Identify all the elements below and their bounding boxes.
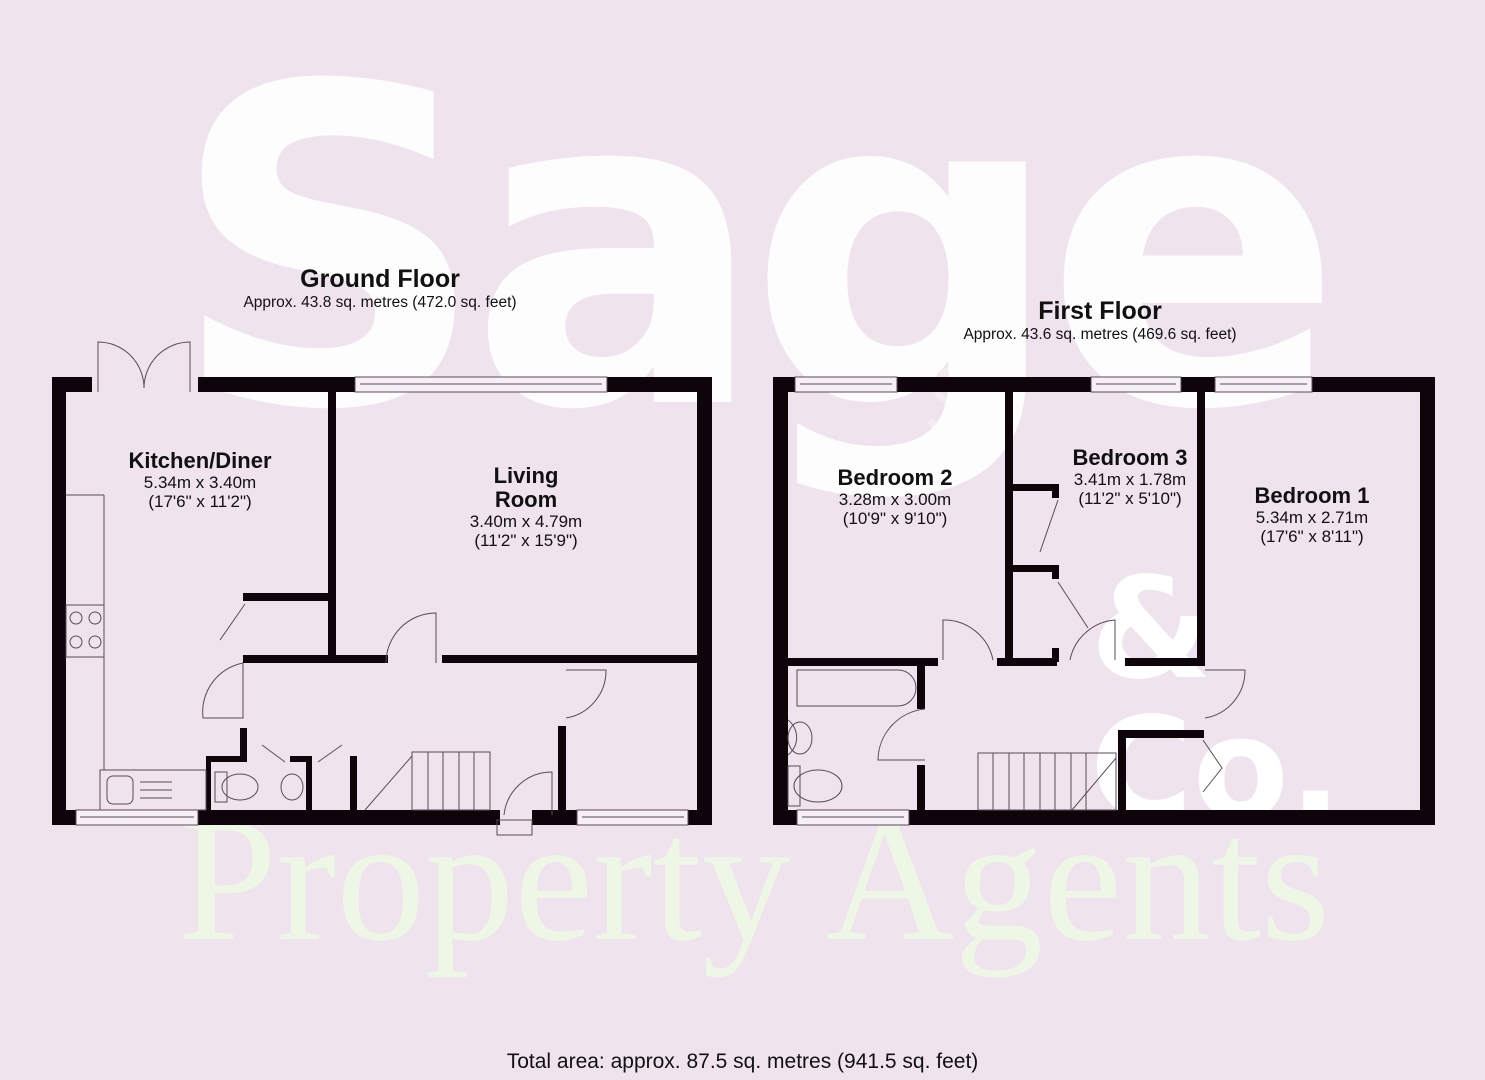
- ground-floor-plan: [52, 377, 712, 825]
- room-label-living-room: Living Room 3.40m x 4.79m (11'2" x 15'9"…: [469, 463, 583, 551]
- first-floor-fixtures: [787, 376, 1313, 826]
- room-label-kitchen-diner: Kitchen/Diner 5.34m x 3.40m (17'6" x 11'…: [128, 448, 272, 512]
- total-area: Total area: approx. 87.5 sq. metres (941…: [506, 1050, 979, 1073]
- first-floor-title: First Floor: [1038, 297, 1162, 325]
- watermark-sage-logo: Sage: [170, 0, 1343, 506]
- room-label-bedroom-3: Bedroom 3 3.41m x 1.78m (11'2" x 5'10"): [1072, 445, 1188, 509]
- owl-emblem-icon: [927, 351, 993, 448]
- ground-floor-title: Ground Floor: [300, 265, 460, 293]
- ground-floor-area: Approx. 43.8 sq. metres (472.0 sq. feet): [243, 294, 517, 311]
- ground-floor-fixtures: [65, 341, 689, 836]
- room-label-bedroom-2: Bedroom 2 3.28m x 3.00m (10'9" x 9'10"): [837, 465, 953, 529]
- room-label-bedroom-1: Bedroom 1 5.34m x 2.71m (17'6" x 8'11"): [1254, 483, 1370, 547]
- ground-floor-heading: Ground Floor Approx. 43.8 sq. metres (47…: [200, 265, 560, 313]
- first-floor-heading: First Floor Approx. 43.6 sq. metres (469…: [920, 297, 1280, 345]
- first-floor-plan: [773, 377, 1435, 825]
- first-floor-area: Approx. 43.6 sq. metres (469.6 sq. feet): [963, 326, 1237, 343]
